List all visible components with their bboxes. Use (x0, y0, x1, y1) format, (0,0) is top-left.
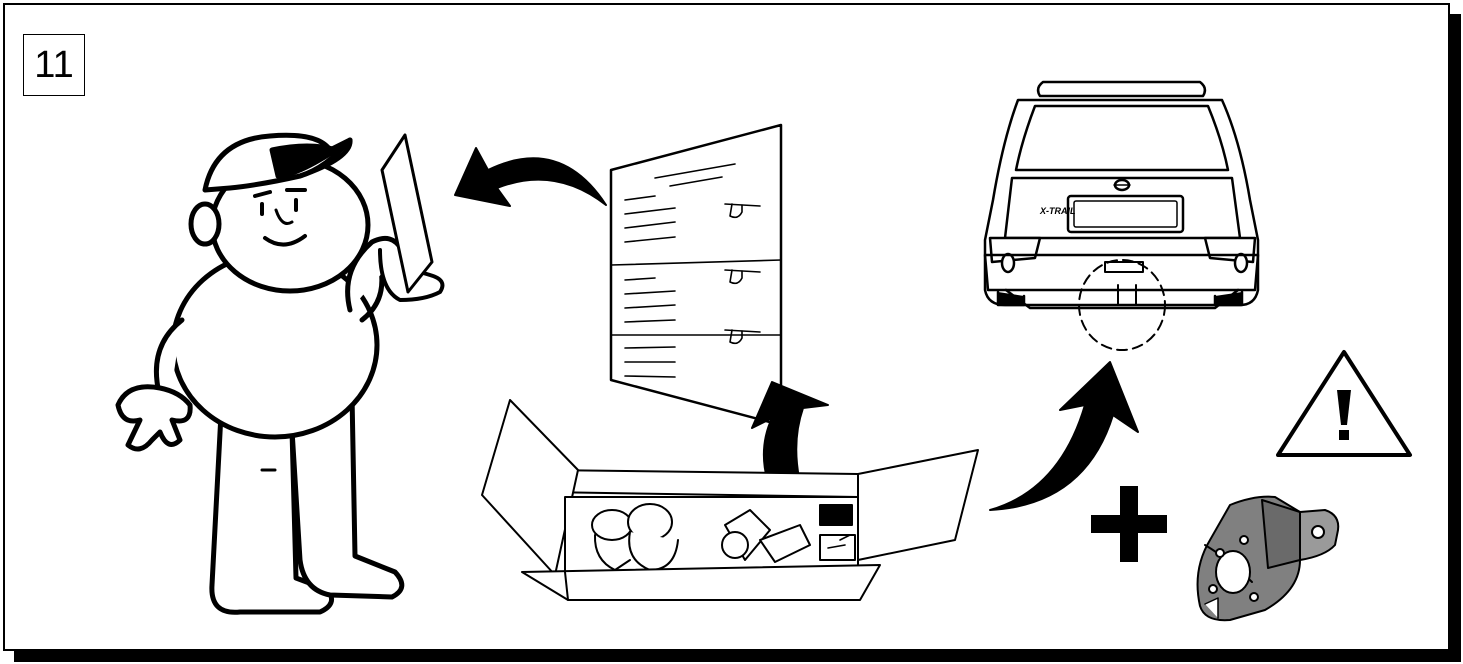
frame-shadow-right (1449, 14, 1461, 662)
step-number: 11 (34, 43, 74, 86)
arrow-to-car-icon (989, 361, 1139, 511)
plus-icon (1091, 486, 1167, 562)
parts-box-icon (481, 399, 979, 601)
instruction-sheet-icon (609, 123, 783, 427)
mechanic-icon (115, 132, 445, 615)
step-number-box: 11 (23, 34, 85, 96)
car-badge: X-TRAIL (1039, 206, 1076, 216)
arrow-to-mechanic-icon (454, 147, 607, 207)
frame-shadow-bottom (14, 651, 1461, 662)
warning-triangle-icon (1276, 350, 1412, 457)
car-rear-icon (983, 80, 1260, 351)
socket-bracket-icon (1196, 495, 1340, 622)
